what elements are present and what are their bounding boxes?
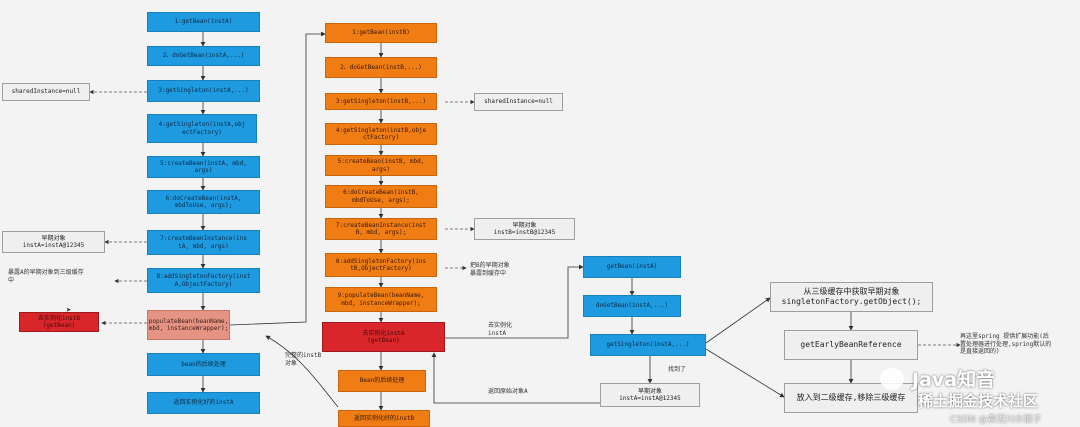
- node-addsingletonfactory-instb: 8:addSingletonFactory(ins tB,ObjectFacto…: [325, 253, 437, 277]
- note-sharedinstance-null-a: sharedInstance=null: [2, 83, 90, 101]
- node-dogetbean-instb: 2、doGetBean(instB,...): [325, 57, 437, 78]
- node-populatebean-instb: 9:populateBean(beanName, mbd, instanceWr…: [325, 287, 437, 312]
- node-addsingletonfactory-insta: 8:addSingletonFactory(inst A,ObjectFacto…: [147, 268, 260, 293]
- node-createbean-insta: 5:createBean(instA, mbd, args): [147, 156, 260, 178]
- node-getsingleton-objectfactory-b: 4:getSingleton(instB,obje ctFactory): [325, 123, 437, 145]
- node-dogetbean-insta-second: doGetBean(instA,...): [583, 295, 681, 317]
- watermark-brand: Java知音: [912, 369, 996, 391]
- node-populatebean-insta: populateBean(beanName, mbd, instanceWrap…: [147, 310, 230, 340]
- watermark-site: 稀土掘金技术社区: [918, 392, 1039, 410]
- node-createbeaninstance-insta: 7:createBeanInstance(ins tA, mbd, args): [147, 230, 260, 255]
- node-instantiate-instb: 去实例化instB (getBean): [19, 312, 99, 332]
- label-expose-b-early-object: 把B的早期对象 暴露到缓存中: [470, 262, 510, 277]
- node-dogetbean-insta: 2、doGetBean(instA,...): [147, 46, 260, 66]
- wechat-logo-icon: [880, 368, 904, 390]
- node-return-insta: 返回实例化好的instA: [147, 392, 260, 414]
- label-instantiate-insta: 去实例化 instA: [488, 322, 513, 337]
- note-sharedinstance-null-b: sharedInstance=null: [474, 93, 563, 111]
- node-bean-post-processing-a: bean的后续处理: [147, 353, 260, 376]
- label-complete-instb: 完整的instB 对象: [285, 352, 322, 367]
- node-docreatebean-insta: 6:doCreateBean(instA, mbdToUse, args);: [147, 190, 260, 214]
- note-early-object-insta-found: 早期对象 instA=instA@12345: [600, 383, 700, 407]
- label-expose-a-early-object: 暴露A的早期对象到三级缓存 中: [8, 269, 84, 284]
- node-get-from-third-cache: 从三级缓存中获取早期对象 singletonFactory.getObject(…: [770, 282, 933, 312]
- label-return-raw-a: 返回原始对象A: [488, 388, 528, 395]
- node-createbean-instb: 5:createBean(instB, mbd, args): [325, 155, 437, 176]
- node-docreatebean-instb: 6:doCreateBean(instB, mbdToUse, args);: [325, 185, 437, 208]
- node-getearlybeanreference: getEarlyBeanReference: [784, 330, 918, 360]
- node-createbeaninstance-instb: 7:createBeanInstance(inst B, mbd, args);: [325, 218, 437, 240]
- node-getsingleton-instb: 3:getSingleton(instB,...): [325, 93, 437, 110]
- node-return-instb: 返回实例化好的instB: [338, 410, 430, 427]
- note-early-object-insta: 早期对象 instA=instA@12345: [2, 231, 105, 253]
- cursor-icon: ➤: [66, 306, 72, 316]
- node-getbean-insta: 1:getBean(instA): [147, 12, 260, 32]
- node-bean-post-processing-b: Bean的后续处理: [338, 370, 426, 392]
- watermark-credit: CSDN @黄泥川水猴子: [950, 415, 1042, 425]
- node-getbean-instb: 1:getBean(instB): [325, 23, 437, 43]
- label-spring-extension: 再这里spring 提供扩展功能(后 置处理器进行处理,spring默认的 是直…: [960, 333, 1052, 355]
- node-getbean-insta-second: getBean(instA): [583, 256, 681, 278]
- node-instantiate-insta: 去实例化instA (getBean): [322, 322, 445, 352]
- label-found: 找到了: [668, 366, 687, 373]
- node-getsingleton-objectfactory-a: 4:getSingleton(instA,obj ectFactory): [147, 114, 257, 143]
- node-getsingleton-insta-second: getSingleton(instA,...): [590, 334, 706, 356]
- note-early-object-instb: 早期对象 instB=instB@12345: [474, 218, 575, 240]
- node-getsingleton-insta: 3:getSingleton(instA,...): [147, 80, 260, 102]
